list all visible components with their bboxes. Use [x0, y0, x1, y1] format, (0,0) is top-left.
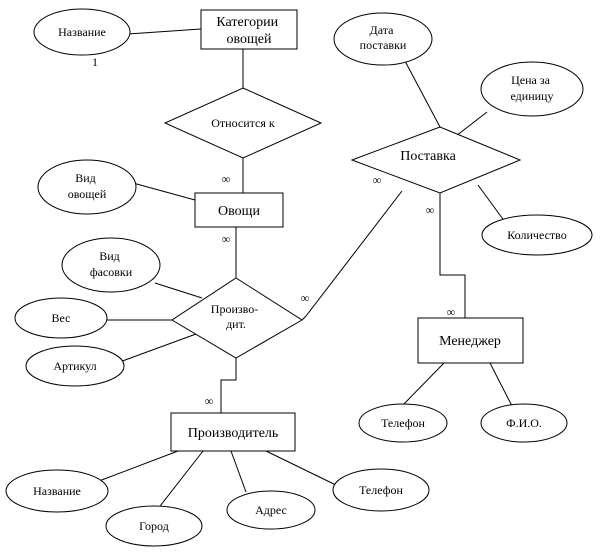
attribute-maker-city-label: Город: [139, 519, 169, 533]
relationship-produces-label: Произво- дит.: [211, 302, 261, 331]
entity-manager[interactable]: Менеджер: [417, 317, 524, 364]
attribute-quantity-label: Количество: [507, 228, 566, 242]
cardinality-many-supply-bottom: ∞: [426, 203, 435, 217]
relationship-supply[interactable]: Поставка: [350, 126, 522, 194]
link-manager-phone-to-manager: [399, 362, 445, 409]
attribute-manager-fio[interactable]: Ф.И.О.: [480, 403, 568, 443]
attribute-weight[interactable]: Вес: [14, 297, 108, 339]
attribute-category-name[interactable]: Название: [33, 8, 131, 56]
relationship-produces[interactable]: Произво- дит.: [171, 277, 303, 359]
attribute-manager-phone-label: Телефон: [381, 416, 425, 430]
link-supply-to-manager: [439, 193, 466, 318]
link-category-name-to-categories: [127, 28, 202, 35]
relationship-belongs-to-label: Относится к: [211, 116, 275, 130]
entity-vegetables-label: Овощи: [218, 204, 260, 219]
link-article-to-produces: [116, 333, 197, 364]
link-produces-to-supply: [301, 190, 403, 321]
attribute-supply-date[interactable]: Дата поставки: [333, 12, 433, 66]
link-vegetable-kind-to-vegetables: [132, 182, 196, 201]
attribute-package-kind[interactable]: Вид фасовки: [61, 237, 161, 293]
attribute-maker-name-label: Название: [33, 484, 81, 498]
attribute-article[interactable]: Артикул: [25, 345, 125, 387]
attribute-maker-city[interactable]: Город: [105, 505, 203, 547]
attribute-vegetable-kind[interactable]: Вид овощей: [37, 159, 137, 215]
entity-vegetables[interactable]: Овощи: [194, 192, 284, 228]
entity-manager-label: Менеджер: [439, 334, 501, 349]
cardinality-one-category: 1: [92, 55, 98, 69]
connectors: [98, 28, 513, 511]
attribute-manager-phone[interactable]: Телефон: [358, 403, 448, 443]
link-maker-phone-to-manufacturer: [265, 450, 341, 488]
link-package-kind-to-produces: [154, 282, 203, 299]
link-manager-fio-to-manager: [489, 362, 513, 407]
cardinality-many-supply-left: ∞: [373, 173, 382, 187]
relationship-supply-label: Поставка: [400, 149, 456, 164]
link-quantity-to-supply: [477, 184, 506, 223]
cardinality-many-manager: ∞: [447, 305, 456, 319]
attribute-unit-price[interactable]: Цена за единицу: [480, 61, 584, 117]
attribute-maker-address[interactable]: Адрес: [226, 490, 316, 530]
attribute-quantity[interactable]: Количество: [481, 214, 593, 256]
attribute-supply-date-label: Дата поставки: [360, 23, 407, 52]
link-unit-price-to-supply: [455, 111, 488, 137]
link-maker-address-to-manufacturer: [230, 450, 247, 493]
link-supply-date-to-supply: [404, 60, 441, 128]
entity-categories[interactable]: Категории овощей: [200, 9, 298, 50]
cardinality-marks: 1 ∞ ∞ ∞ ∞ ∞ ∞ ∞: [92, 55, 455, 408]
attribute-maker-name[interactable]: Название: [5, 469, 109, 513]
entity-categories-label: Категории овощей: [216, 15, 281, 47]
attribute-manager-fio-label: Ф.И.О.: [506, 416, 542, 430]
entity-manufacturer[interactable]: Производитель: [170, 412, 296, 452]
cardinality-many-vegetables-bottom: ∞: [222, 232, 231, 246]
attribute-maker-phone-label: Телефон: [359, 483, 403, 497]
attribute-weight-label: Вес: [52, 311, 71, 325]
attribute-category-name-label: Название: [58, 25, 106, 39]
attribute-maker-phone[interactable]: Телефон: [332, 468, 430, 512]
attribute-unit-price-label: Цена за единицу: [511, 73, 554, 103]
cardinality-many-vegetables-top: ∞: [222, 172, 231, 186]
entity-manufacturer-label: Производитель: [188, 426, 279, 441]
attribute-vegetable-kind-label: Вид овощей: [68, 171, 107, 201]
relationship-belongs-to[interactable]: Относится к: [163, 87, 323, 159]
attribute-article-label: Артикул: [53, 359, 96, 373]
link-maker-name-to-manufacturer: [98, 450, 179, 482]
cardinality-many-manufacturer: ∞: [205, 394, 214, 408]
cardinality-many-produces-right: ∞: [301, 291, 310, 305]
link-produces-to-manufacturer: [220, 358, 237, 413]
attribute-maker-address-label: Адрес: [255, 503, 287, 517]
attribute-package-kind-label: Вид фасовки: [90, 249, 133, 279]
link-maker-city-to-manufacturer: [156, 450, 204, 511]
